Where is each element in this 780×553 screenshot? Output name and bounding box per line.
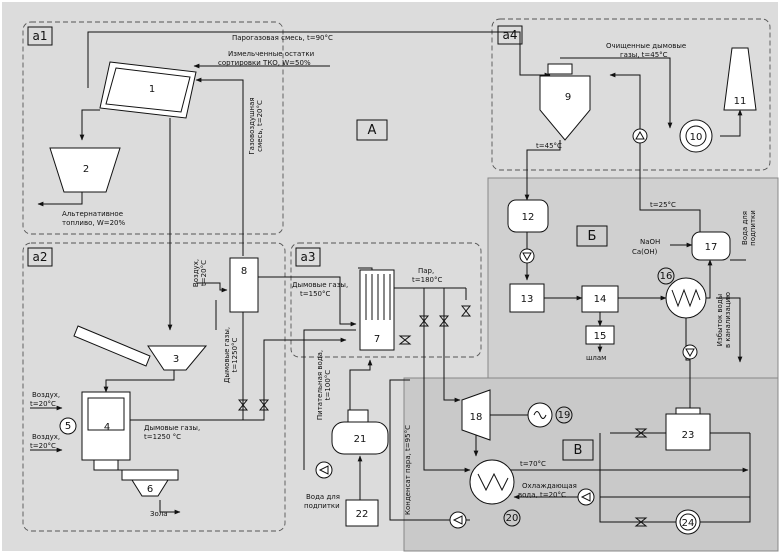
label-flue1250-line1: Дымовые газы, — [144, 424, 200, 432]
label-excess-water-line2: в канализацию — [724, 292, 732, 348]
subzone-label-a2: а2 — [33, 250, 48, 264]
label-air-bot-line2: t=20°C — [30, 442, 56, 450]
label-air-top-line1: Воздух, — [32, 391, 60, 399]
label-flue-to8-line2: t=1250°C — [231, 337, 239, 372]
equipment-13-reactor: 13 — [510, 284, 544, 312]
equipment-5-burner: 5 — [60, 418, 76, 434]
equipment-23-cooling-tower: 23 — [666, 408, 710, 450]
equipment-24-pump: 24 — [676, 510, 700, 534]
zone-label-a: А — [368, 123, 377, 138]
label-cooling-line2: вода, t=20°C — [518, 491, 566, 499]
label-t25: t=25°C — [650, 201, 676, 209]
label-flue1250-line2: t=1250 °C — [144, 433, 181, 441]
equipment-4-furnace: 4 — [82, 392, 130, 470]
label-steam-line1: Пар, — [418, 267, 434, 275]
equipment-17-mixer-tank: 17 — [692, 232, 730, 260]
equipment-22-label: 22 — [356, 509, 369, 520]
label-clean-gas-line1: Очищенные дымовые — [606, 42, 686, 50]
equipment-22-water-treatment: 22 — [346, 500, 378, 526]
label-naoh: NaOH — [640, 238, 660, 246]
equipment-1-label: 1 — [149, 84, 155, 95]
equipment-20-label: 20 — [506, 513, 519, 524]
equipment-14-label: 14 — [594, 294, 607, 305]
label-water-feed-17-line1: Вода для — [741, 211, 749, 245]
label-flue150-line2: t=150°C — [300, 290, 330, 298]
equipment-8-mixer: 8 — [230, 258, 258, 312]
label-flue150-line1: Дымовые газы, — [292, 281, 348, 289]
equipment-23-label: 23 — [682, 430, 695, 441]
label-air-bot-line1: Воздух, — [32, 433, 60, 441]
label-air8-line2: t=20°C — [200, 260, 208, 286]
label-alt-fuel-line2: топливо, W=20% — [62, 219, 126, 227]
equipment-13-label: 13 — [521, 294, 534, 305]
label-pyrogas: Парогазовая смесь, t=90°C — [232, 34, 333, 42]
equipment-15-label: 15 — [594, 331, 607, 342]
label-feedwater-line1: Питательная вода, — [316, 350, 324, 420]
equipment-24-label: 24 — [682, 518, 695, 529]
equipment-18-label: 18 — [470, 412, 483, 423]
equipment-12-label: 12 — [522, 212, 535, 223]
equipment-10-fan: 10 — [680, 120, 712, 152]
label-t45-cyclone: t=45°C — [536, 142, 562, 150]
label-gas-carrier-line2: смесь, t=20°C — [256, 100, 264, 152]
label-gas-carrier-line1: Газовоздушная — [248, 97, 256, 154]
label-alt-fuel-line1: Альтернативное — [62, 210, 123, 218]
label-steam-line2: t=180°C — [412, 276, 442, 284]
subzone-label-a4: а4 — [503, 28, 518, 42]
equipment-6-label: 6 — [147, 484, 153, 495]
label-sludge: шлам — [586, 354, 606, 362]
equipment-14-settler: 14 — [582, 286, 618, 312]
label-air8-line1: Воздух, — [192, 259, 200, 287]
equipment-17-label: 17 — [705, 242, 718, 253]
equipment-10-label: 10 — [690, 132, 703, 143]
zone-label-b: Б — [588, 229, 597, 244]
label-clean-gas-line2: газы, t=45°C — [620, 51, 668, 59]
label-ash: Зола — [150, 510, 168, 518]
equipment-3-label: 3 — [173, 354, 179, 365]
label-condensate: Конденсат пара, t=95°C — [404, 425, 412, 515]
zone-label-v: В — [574, 443, 583, 458]
subzone-label-a1: а1 — [33, 29, 48, 43]
label-water-feed-17-line2: подпитки — [749, 210, 757, 246]
equipment-16-label: 16 — [660, 271, 673, 282]
equipment-4-label: 4 — [104, 422, 110, 433]
label-feed22-line1: Вода для — [306, 493, 340, 501]
label-waste-line2: сортировки ТКО, W=50% — [218, 59, 311, 67]
label-feed22-line2: подпитки — [304, 502, 340, 510]
label-air-top-line2: t=20°C — [30, 400, 56, 408]
equipment-11-label: 11 — [734, 96, 747, 107]
label-excess-water-line1: Избыток воды — [716, 294, 724, 346]
equipment-5-label: 5 — [65, 421, 71, 432]
equipment-7-label: 7 — [374, 334, 380, 345]
label-t70: t=70°C — [520, 460, 546, 468]
equipment-12-tank: 12 — [508, 200, 548, 232]
equipment-15-filter: 15 — [586, 326, 614, 344]
equipment-8-label: 8 — [241, 266, 247, 277]
equipment-9-label: 9 — [565, 92, 571, 103]
equipment-2-label: 2 — [83, 164, 89, 175]
label-caoh2: Ca(OH) — [632, 248, 658, 256]
label-cooling-line1: Охлаждающая — [522, 482, 577, 490]
equipment-21-label: 21 — [354, 434, 367, 445]
subzone-label-a3: а3 — [301, 250, 316, 264]
label-feedwater-line2: t=100°C — [324, 370, 332, 400]
equipment-7-boiler: 7 — [360, 270, 394, 350]
label-flue-to8-line1: Дымовые газы, — [223, 327, 231, 383]
label-waste-line1: Измельченные остатки — [228, 50, 314, 58]
equipment-1-reactor: 1 — [100, 62, 196, 118]
equipment-19-label: 19 — [558, 410, 571, 421]
